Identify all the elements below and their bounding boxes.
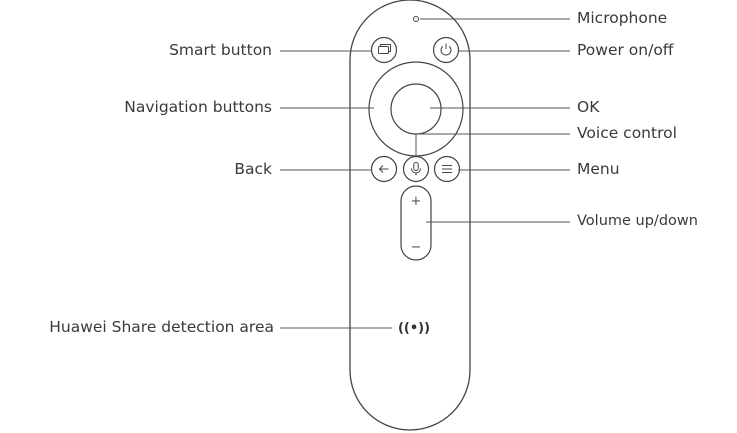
label-volume: Volume up/down xyxy=(577,213,698,229)
smart-button-icon xyxy=(378,44,391,54)
smart-button[interactable] xyxy=(370,36,398,64)
microphone-hole xyxy=(413,16,419,22)
menu-icon xyxy=(442,165,452,173)
volume-rocker[interactable] xyxy=(400,185,432,261)
label-huawei-share: Huawei Share detection area xyxy=(49,318,274,336)
label-ok: OK xyxy=(577,98,600,116)
label-voice-control: Voice control xyxy=(577,124,677,142)
label-microphone: Microphone xyxy=(577,9,668,27)
back-arrow-icon xyxy=(378,165,389,173)
voice-control-button[interactable] xyxy=(402,155,430,183)
label-menu: Menu xyxy=(577,160,620,178)
label-power: Power on/off xyxy=(577,41,674,59)
volume-plus-mark: + xyxy=(411,194,422,209)
ok-button[interactable] xyxy=(390,83,442,135)
microphone-icon xyxy=(411,162,421,176)
power-icon xyxy=(440,43,452,56)
volume-minus-mark: − xyxy=(411,240,422,255)
label-smart-button: Smart button xyxy=(169,41,272,59)
label-navigation-buttons: Navigation buttons xyxy=(124,98,272,116)
label-back: Back xyxy=(234,160,272,178)
power-button[interactable] xyxy=(432,36,460,64)
voice-control-leader xyxy=(415,133,570,157)
huawei-share-icon: ((•)) xyxy=(398,321,430,336)
